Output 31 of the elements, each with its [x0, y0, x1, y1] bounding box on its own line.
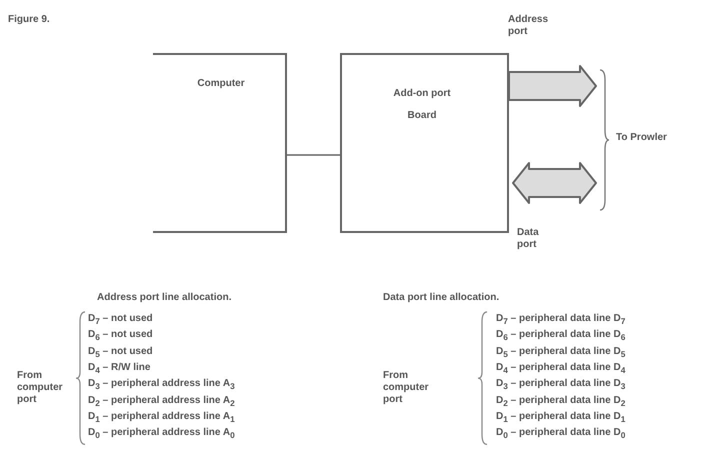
edge-label: Data port	[517, 227, 540, 251]
node-text: Add-on port Board	[392, 87, 452, 123]
allocation-line: D$_{2}$ – peripheral address line A$_{2}$	[88, 394, 235, 408]
allocation-line: D$_{5}$ – not used	[88, 346, 153, 360]
allocation-line: D$_{3}$ – peripheral data line D$_{3}$	[496, 378, 626, 392]
computer-box	[153, 53, 287, 233]
allocation-line: D$_{7}$ – not used	[88, 313, 153, 327]
connector-line	[287, 154, 340, 156]
allocation-line: D$_{4}$ – R/W line	[88, 362, 150, 376]
bus-arrow	[508, 65, 597, 107]
figure-title: Figure 9.	[8, 14, 50, 26]
allocation-line: D$_{7}$ – peripheral data line D$_{7}$	[496, 313, 626, 327]
allocation-line: D$_{0}$ – peripheral data line D$_{0}$	[496, 427, 626, 442]
allocation-line: D$_{2}$ – peripheral data line D$_{2}$	[496, 394, 626, 408]
allocation-line: D$_{1}$ – peripheral data line D$_{1}$	[496, 410, 626, 425]
list-heading: Data port line allocation.	[383, 292, 500, 304]
edge-label: Address port	[508, 14, 548, 38]
allocation-line: D$_{5}$ – peripheral data line D$_{5}$	[496, 346, 626, 360]
board-box	[340, 53, 509, 233]
output-label: To Prowler	[616, 132, 668, 144]
allocation-line: D$_{4}$ – peripheral data line D$_{4}$	[496, 362, 626, 376]
allocation-line: D$_{3}$ – peripheral address line A$_{3}$	[88, 378, 235, 392]
allocation-line: D$_{6}$ – peripheral data line D$_{6}$	[496, 329, 626, 344]
bus-arrow	[512, 162, 597, 204]
node-text: Computer	[196, 77, 246, 91]
allocation-line: D$_{0}$ – peripheral address line A$_{0}$	[88, 427, 235, 442]
allocation-line: D$_{6}$ – not used	[88, 329, 153, 344]
list-heading: Address port line allocation.	[97, 292, 232, 304]
side-note: From computer port	[383, 370, 430, 406]
allocation-line: D$_{1}$ – peripheral address line A$_{1}$	[88, 410, 235, 425]
side-note: From computer port	[17, 370, 64, 406]
